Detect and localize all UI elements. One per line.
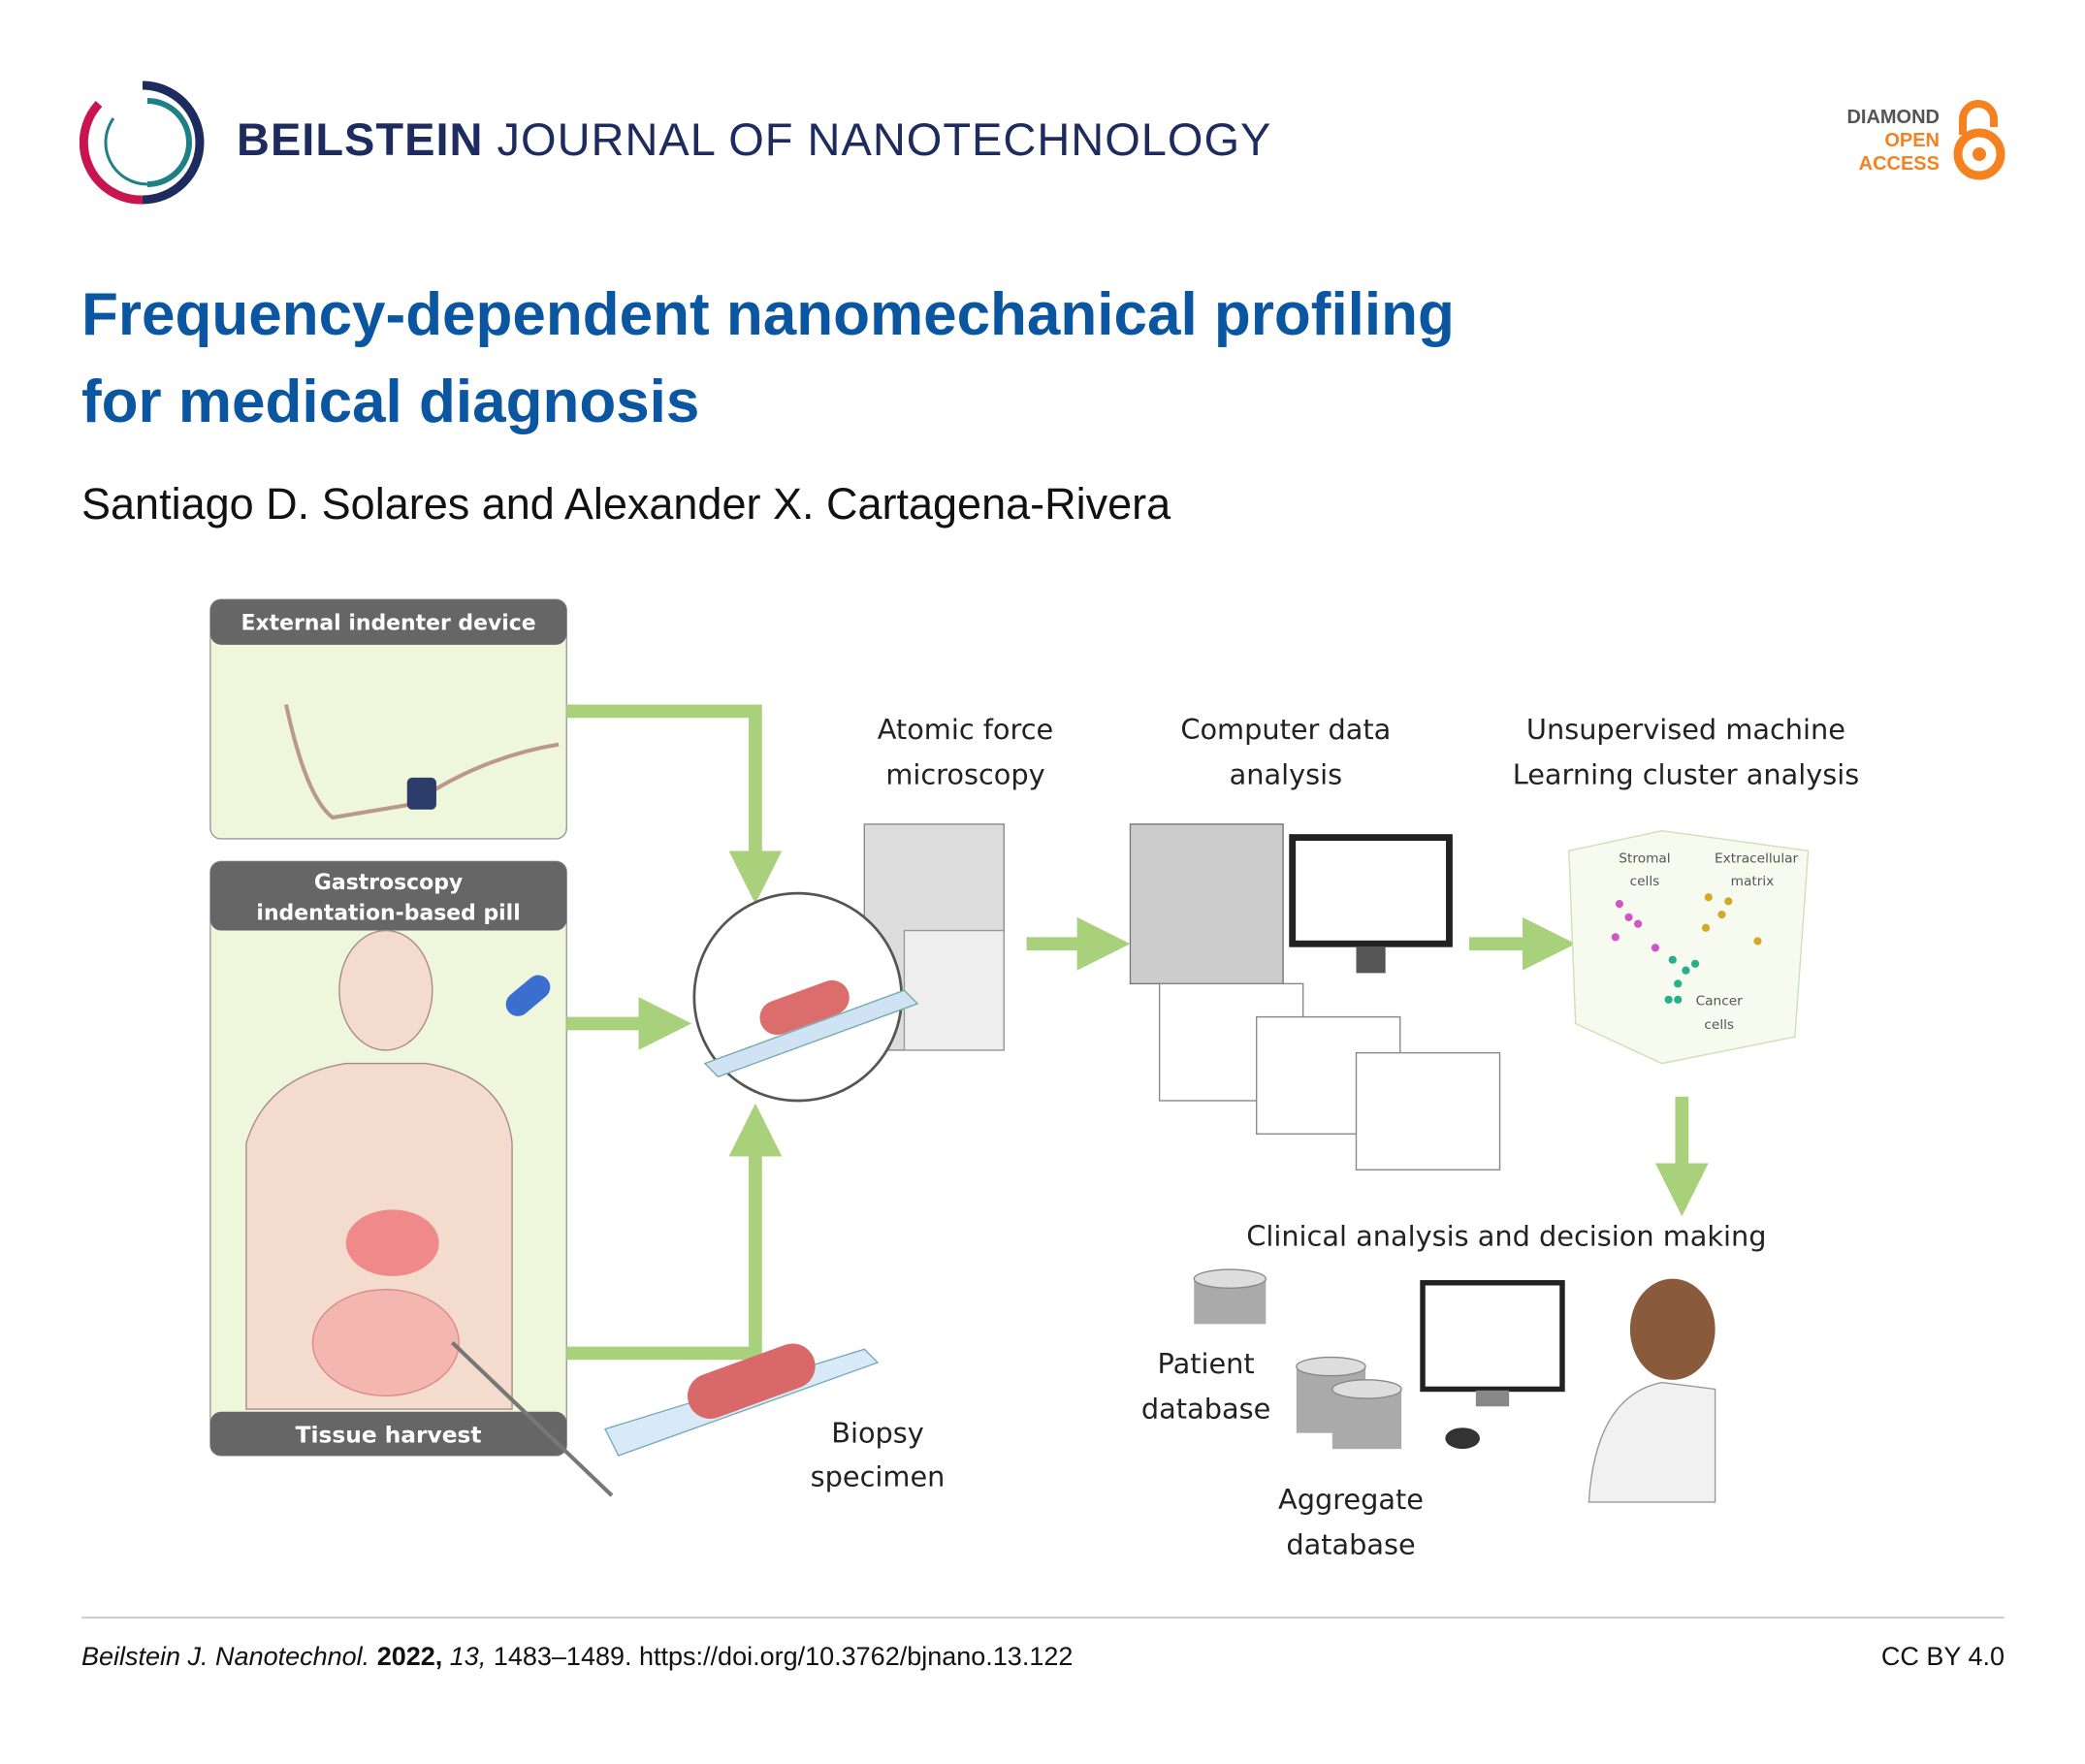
citation: Beilstein J. Nanotechnol. 2022, 13, 1483… xyxy=(81,1642,1073,1672)
aggregate-db-label-line1: Aggregate xyxy=(1278,1483,1424,1516)
gastroscopy-label-line2: indentation-based pill xyxy=(256,902,520,926)
citation-year: 2022, xyxy=(376,1642,443,1671)
database-icons xyxy=(1193,1268,1402,1450)
cancer-label-line1: Cancer xyxy=(1696,993,1744,1009)
patient-db-label-line1: Patient xyxy=(1158,1347,1255,1380)
citation-journal: Beilstein J. Nanotechnol. xyxy=(81,1642,370,1671)
ecm-label-line1: Extracellular xyxy=(1715,851,1799,867)
afm-label-line2: microscopy xyxy=(885,758,1044,791)
footer-divider xyxy=(81,1617,2005,1619)
external-indenter-label: External indenter device xyxy=(241,612,536,636)
cluster-plot-illustration xyxy=(1568,830,1810,1065)
article-title: Frequency-dependent nanomechanical profi… xyxy=(81,272,1455,446)
computer-label-line1: Computer data xyxy=(1180,713,1391,746)
gastroscopy-label-line1: Gastroscopy xyxy=(314,871,463,895)
oa-access-label: ACCESS xyxy=(1858,153,1940,175)
external-indenter-panel: External indenter device xyxy=(209,598,567,840)
indenter-device-icon xyxy=(406,777,436,810)
journal-name-rest: JOURNAL OF NANOTECHNOLOGY xyxy=(497,113,1272,165)
oa-diamond-label: DIAMOND xyxy=(1846,107,1940,128)
ml-label-line2: Learning cluster analysis xyxy=(1513,758,1859,791)
citation-volume: 13, xyxy=(449,1642,487,1671)
aggregate-db-label-line2: database xyxy=(1286,1527,1415,1560)
journal-name: BEILSTEIN JOURNAL OF NANOTECHNOLOGY xyxy=(237,112,1271,166)
stromal-label-line1: Stromal xyxy=(1619,851,1670,867)
arrow-tissue-to-afm xyxy=(566,1103,783,1361)
computer-label-line2: analysis xyxy=(1230,758,1342,791)
citation-pages: 1483–1489. xyxy=(493,1642,632,1671)
tissue-sample-icon xyxy=(759,979,850,1036)
afm-illustration xyxy=(692,823,1005,1103)
stromal-label-line2: cells xyxy=(1630,874,1660,889)
title-line-1: Frequency-dependent nanomechanical profi… xyxy=(81,281,1455,348)
pill-icon xyxy=(505,975,551,1016)
arrow-indenter-to-afm xyxy=(566,704,783,905)
clinical-label: Clinical analysis and decision making xyxy=(1246,1219,1766,1252)
mouse-icon xyxy=(1445,1427,1480,1450)
flow-arrows xyxy=(566,704,1709,1361)
diamond-open-access-badge: DIAMOND OPEN ACCESS xyxy=(1823,100,2007,181)
intestine-icon xyxy=(311,1288,460,1396)
oa-open-label: OPEN xyxy=(1884,130,1940,151)
ecm-label-line2: matrix xyxy=(1731,874,1775,889)
beilstein-logo xyxy=(80,80,205,205)
biopsy-label-line2: specimen xyxy=(811,1460,946,1493)
patient-db-label-line2: database xyxy=(1141,1393,1270,1426)
clinician-illustration xyxy=(1420,1278,1716,1503)
tissue-harvest-label: Tissue harvest xyxy=(296,1422,482,1448)
stomach-icon xyxy=(345,1209,439,1276)
computer-illustration xyxy=(1129,823,1501,1171)
biopsy-label-line1: Biopsy xyxy=(831,1416,924,1449)
doi-link[interactable]: https://doi.org/10.3762/bjnano.13.122 xyxy=(639,1642,1074,1671)
license-label: CC BY 4.0 xyxy=(1880,1642,2005,1671)
journal-name-bold: BEILSTEIN xyxy=(237,113,484,165)
ml-label-line1: Unsupervised machine xyxy=(1526,713,1845,746)
head-illustration xyxy=(338,929,433,1051)
article-authors: Santiago D. Solares and Alexander X. Car… xyxy=(81,479,1171,529)
open-access-lock-icon xyxy=(1953,100,2005,180)
afm-label-line1: Atomic force xyxy=(878,713,1053,746)
biopsy-specimen-illustration xyxy=(450,1340,880,1497)
data-table-3 xyxy=(1355,1051,1501,1171)
title-line-2: for medical diagnosis xyxy=(81,369,700,435)
gastroscopy-panel: Gastroscopy indentation-based pill Tissu… xyxy=(209,860,567,1457)
cancer-label-line2: cells xyxy=(1704,1017,1734,1033)
